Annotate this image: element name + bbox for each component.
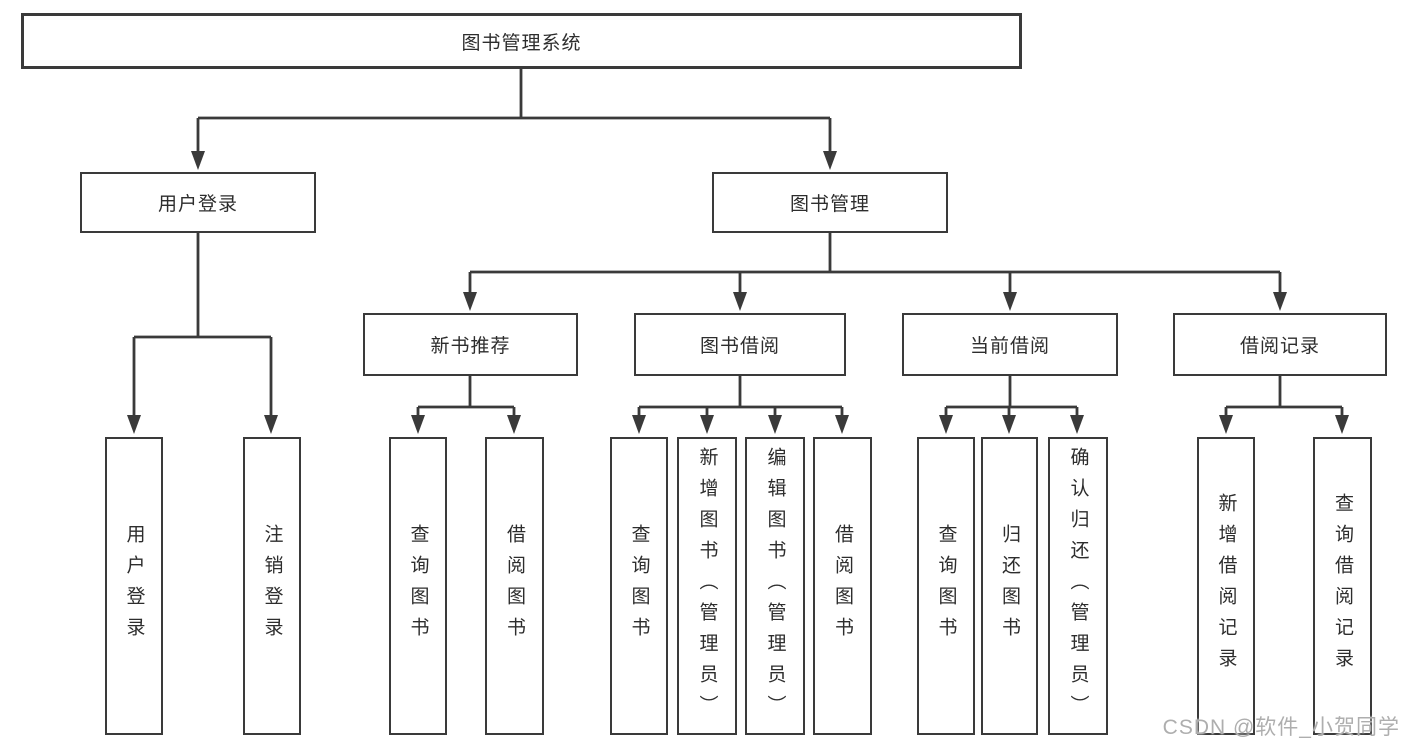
node-label: 当前借阅 [969,336,1050,357]
node-library-management-system: 图书管理系统 [21,13,1022,69]
node-label: 用户登录 [157,194,238,215]
leaf-query-borrow-record: 查询借阅记录 [1313,437,1372,735]
leaf-add-borrow-record: 新增借阅记录 [1197,437,1255,735]
leaf-query-books-current: 查询图书 [917,437,975,735]
leaf-label: 借阅图书 [504,524,525,648]
leaf-borrow-books-borrowing: 借阅图书 [813,437,872,735]
node-label: 借阅记录 [1239,336,1320,357]
leaf-logout: 注销登录 [243,437,301,735]
leaf-label: 查询图书 [628,524,650,648]
node-borrowing-records: 借阅记录 [1173,313,1387,376]
leaf-return-books: 归还图书 [981,437,1038,735]
leaf-label: 归还图书 [999,524,1020,648]
leaf-label: 查询借阅记录 [1332,493,1353,679]
leaf-label: 确认归还（管理员） [1067,446,1089,726]
node-new-book-recommendation: 新书推荐 [363,313,578,376]
node-book-management: 图书管理 [712,172,948,233]
watermark: CSDN @软件_小贺同学 [1162,716,1400,739]
leaf-add-book-admin: 新增图书（管理员） [677,437,737,735]
leaf-edit-book-admin: 编辑图书（管理员） [745,437,805,735]
leaf-borrow-books-recommend: 借阅图书 [485,437,544,735]
leaf-label: 用户登录 [123,524,145,648]
leaf-label: 注销登录 [261,524,283,648]
leaf-user-login: 用户登录 [105,437,163,735]
node-book-borrowing: 图书借阅 [634,313,846,376]
leaf-query-books-borrowing: 查询图书 [610,437,668,735]
leaf-label: 编辑图书（管理员） [764,446,786,726]
node-label: 图书管理系统 [461,32,582,54]
node-label: 图书管理 [789,194,870,215]
leaf-label: 查询图书 [407,524,429,648]
leaf-label: 新增借阅记录 [1215,493,1237,679]
node-current-borrowing: 当前借阅 [902,313,1118,376]
leaf-confirm-return-admin: 确认归还（管理员） [1048,437,1108,735]
node-user-login: 用户登录 [80,172,316,233]
leaf-label: 借阅图书 [832,524,853,648]
leaf-query-books-recommend: 查询图书 [389,437,447,735]
node-label: 新书推荐 [430,336,511,357]
leaf-label: 查询图书 [935,524,957,648]
leaf-label: 新增图书（管理员） [696,446,718,726]
node-label: 图书借阅 [699,336,780,357]
